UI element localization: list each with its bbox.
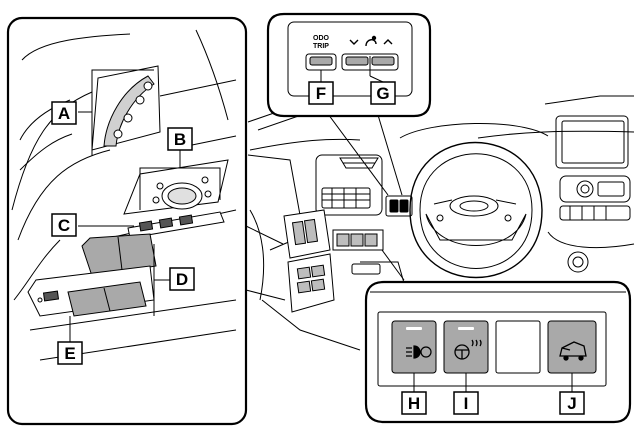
chevron-up-icon <box>383 39 393 45</box>
mirror-switch-a <box>91 65 161 151</box>
odo-label: ODO <box>313 35 330 42</box>
trip-label: TRIP <box>313 43 329 50</box>
callout-d-label: D <box>176 270 188 289</box>
brightness-icon-row <box>349 35 393 47</box>
callout-h-label: H <box>408 394 420 413</box>
callout-a: A <box>51 101 77 125</box>
heated-steering-wheel-icon <box>454 339 482 360</box>
window-lock-e <box>37 290 60 303</box>
callout-c: C <box>51 213 77 237</box>
callout-i: I <box>453 391 479 415</box>
lower-switch-cluster <box>332 229 384 251</box>
callout-g-label: G <box>376 84 389 103</box>
meter-switch-inset: ODO TRIP F G <box>266 12 432 118</box>
odo-trip-switch <box>305 53 337 71</box>
callout-e: E <box>57 341 83 365</box>
auto-high-beam-icon <box>406 345 432 359</box>
heated-steering-switch <box>443 320 489 374</box>
callout-c-label: C <box>58 216 70 235</box>
callout-i-label: I <box>464 394 469 413</box>
callout-e-label: E <box>64 344 75 363</box>
door-switch-inset: A B C D E <box>6 16 248 426</box>
blank-switch-slot <box>495 320 541 374</box>
tailgate-switch <box>547 320 597 374</box>
door-switch-panel-bg <box>283 209 335 313</box>
callout-j-label: J <box>567 394 576 413</box>
callout-b: B <box>167 127 193 151</box>
callout-b-label: B <box>174 130 186 149</box>
callout-g: G <box>370 81 396 105</box>
callout-brackets <box>69 69 221 342</box>
callout-a-label: A <box>58 104 70 123</box>
mirror-control-b <box>123 159 229 239</box>
tailgate-icon <box>559 341 587 361</box>
chevron-down-icon <box>349 39 359 45</box>
auto-high-beam-switch <box>391 320 437 374</box>
power-window-switches-d <box>27 233 157 317</box>
callout-j: J <box>559 391 585 415</box>
callout-d: D <box>169 267 195 291</box>
instrument-brightness-icon <box>365 39 377 47</box>
callout-f: F <box>308 81 334 105</box>
lower-switch-inset: H I J <box>364 280 632 424</box>
callout-f-label: F <box>316 84 326 103</box>
callout-h: H <box>401 391 427 415</box>
